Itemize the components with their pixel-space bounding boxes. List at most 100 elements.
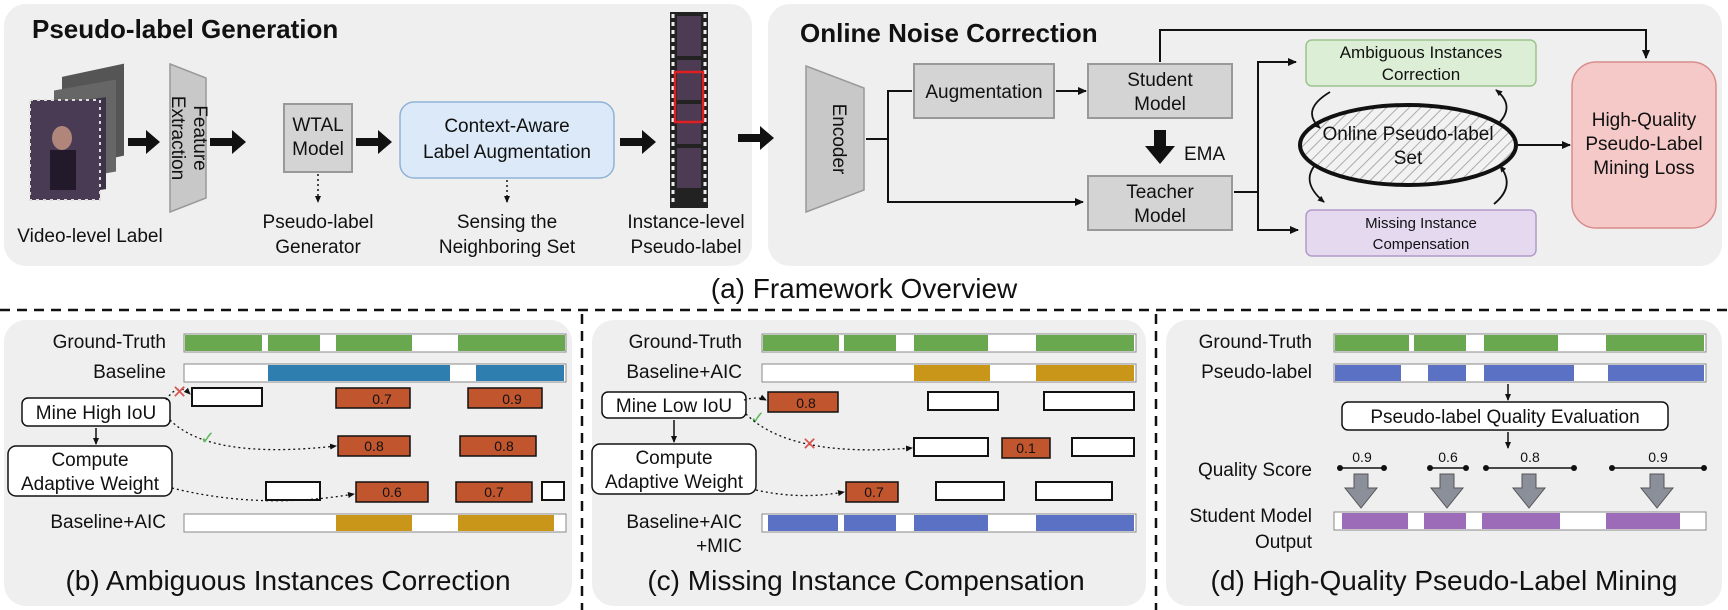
b-dotted-arrow-3 [171,487,355,502]
d-student-seg-4 [1606,513,1680,529]
b-aic-seg-2 [458,515,554,531]
d-score-dot-2a [1427,465,1433,471]
d-score-dot-4b [1701,465,1707,471]
aic-box [1305,39,1537,87]
d-score-4: 0.9 [1648,449,1668,465]
d-student-seg-1 [1342,513,1408,529]
generator-line1: Pseudo-label [263,212,374,233]
hq-loss-line1: High-Quality [1592,110,1697,131]
c-mic-seg-3 [914,515,988,531]
c-aic-seg-1 [914,365,990,381]
mine-low-iou-label: Mine Low IoU [616,396,732,417]
panel-d-background [1166,320,1722,606]
c-gt-seg-2 [844,335,896,351]
c-score-r1: 0.8 [796,395,816,411]
context-aware-line1: Context-Aware [444,116,569,137]
curve-arrow-tr [1495,89,1508,125]
c-mic-seg-4 [1036,515,1134,531]
teacher-line2: Model [1134,206,1186,227]
student-to-loss-arrow [1159,29,1650,62]
d-score-dot-4a [1609,465,1615,471]
hq-loss-line2: Pseudo-Label [1585,134,1702,155]
check-icon: ✓ [200,428,215,448]
d-pl-seg-3 [1484,365,1574,381]
b-compute-line2: Adaptive Weight [21,474,160,495]
d-score-1: 0.9 [1352,449,1372,465]
c-empty-box-5 [935,481,1005,501]
wtal-line2: Model [292,139,344,160]
teacher-line1: Teacher [1126,182,1194,203]
teacher-to-mic [1257,192,1299,234]
wtal-model-box [283,103,353,173]
c-compute-line2: Adaptive Weight [605,472,744,493]
film-strip-icon [670,12,708,208]
c-gt-seg-3 [914,335,988,351]
mine-high-iou-box [21,397,171,427]
c-dotted-arrow-1 [743,394,767,401]
thick-arrow-3 [356,130,392,154]
thick-arrow-5 [738,126,774,150]
b-gt-seg-1 [185,335,262,351]
d-student-seg-2 [1424,513,1466,529]
video-level-label: Video-level Label [17,226,162,247]
c-dotted-arrow-2 [745,413,913,452]
curve-arrow-bl [1308,163,1325,203]
b-score-box-r1-2 [467,387,543,409]
d-score-dot-3a [1483,465,1489,471]
b-ground-truth-label: Ground-Truth [53,332,166,353]
thick-arrow-4 [620,130,656,154]
b-empty-box-3 [541,481,565,501]
hq-loss-box [1571,61,1717,229]
panel-b-background [4,320,572,606]
teacher-model-box [1087,175,1233,231]
mine-low-iou-box [601,391,747,419]
d-pl-seg-1 [1335,365,1401,381]
d-pl-seg-2 [1428,365,1466,381]
b-empty-box-2 [265,481,321,501]
aic-line2: Correction [1382,65,1460,84]
d-score-dot-2b [1463,465,1469,471]
d-evaluation-label: Pseudo-label Quality Evaluation [1370,407,1639,428]
b-score-r3-1: 0.6 [382,484,402,500]
d-gt-seg-2 [1414,335,1466,351]
b-score-box-r2-2 [459,435,537,457]
c-check-icon: ✓ [750,408,765,428]
curve-arrow-tl [1311,91,1331,129]
augmentation-label: Augmentation [925,82,1042,103]
d-student-seg-3 [1482,513,1560,529]
c-empty-box-3 [913,437,989,457]
instance-level-line2: Pseudo-label [631,237,742,258]
caption-c: (c) Missing Instance Compensation [647,565,1084,596]
b-score-r1-2: 0.9 [502,391,522,407]
student-line2: Model [1134,94,1186,115]
d-student-output-line1: Student Model [1189,506,1312,527]
wtal-line1: WTAL [292,115,343,136]
generation-title: Pseudo-label Generation [32,14,338,44]
d-student-output-line2: Output [1255,532,1313,553]
d-down-arrow-1 [1343,473,1379,509]
online-set-line2: Set [1394,148,1423,169]
mic-line2: Compensation [1373,236,1470,253]
mine-high-iou-label: Mine High IoU [36,403,156,424]
b-baseline-aic-label: Baseline+AIC [50,512,166,533]
b-gt-seg-3 [336,335,412,351]
mic-line1: Missing Instance [1365,215,1477,232]
c-score-r3: 0.7 [864,484,884,500]
d-score-3: 0.8 [1520,449,1540,465]
context-aware-line2: Label Augmentation [423,142,591,163]
c-empty-box-2 [1043,391,1135,411]
b-score-box-r2-1 [337,435,411,457]
c-mic-seg-1 [768,515,838,531]
c-cross-icon: ✕ [802,434,817,454]
caption-a: (a) Framework Overview [711,273,1018,304]
mic-box [1305,209,1537,257]
feature-extraction-line2: Extraction [167,96,188,180]
noise-correction-title: Online Noise Correction [800,18,1098,48]
online-set-line1: Online Pseudo-label [1322,124,1493,145]
thick-arrow-2 [210,130,246,154]
c-aic-seg-2 [1036,365,1134,381]
c-ground-truth-label: Ground-Truth [629,332,742,353]
c-score-box-r3 [845,481,899,503]
d-gt-seg-4 [1606,335,1704,351]
